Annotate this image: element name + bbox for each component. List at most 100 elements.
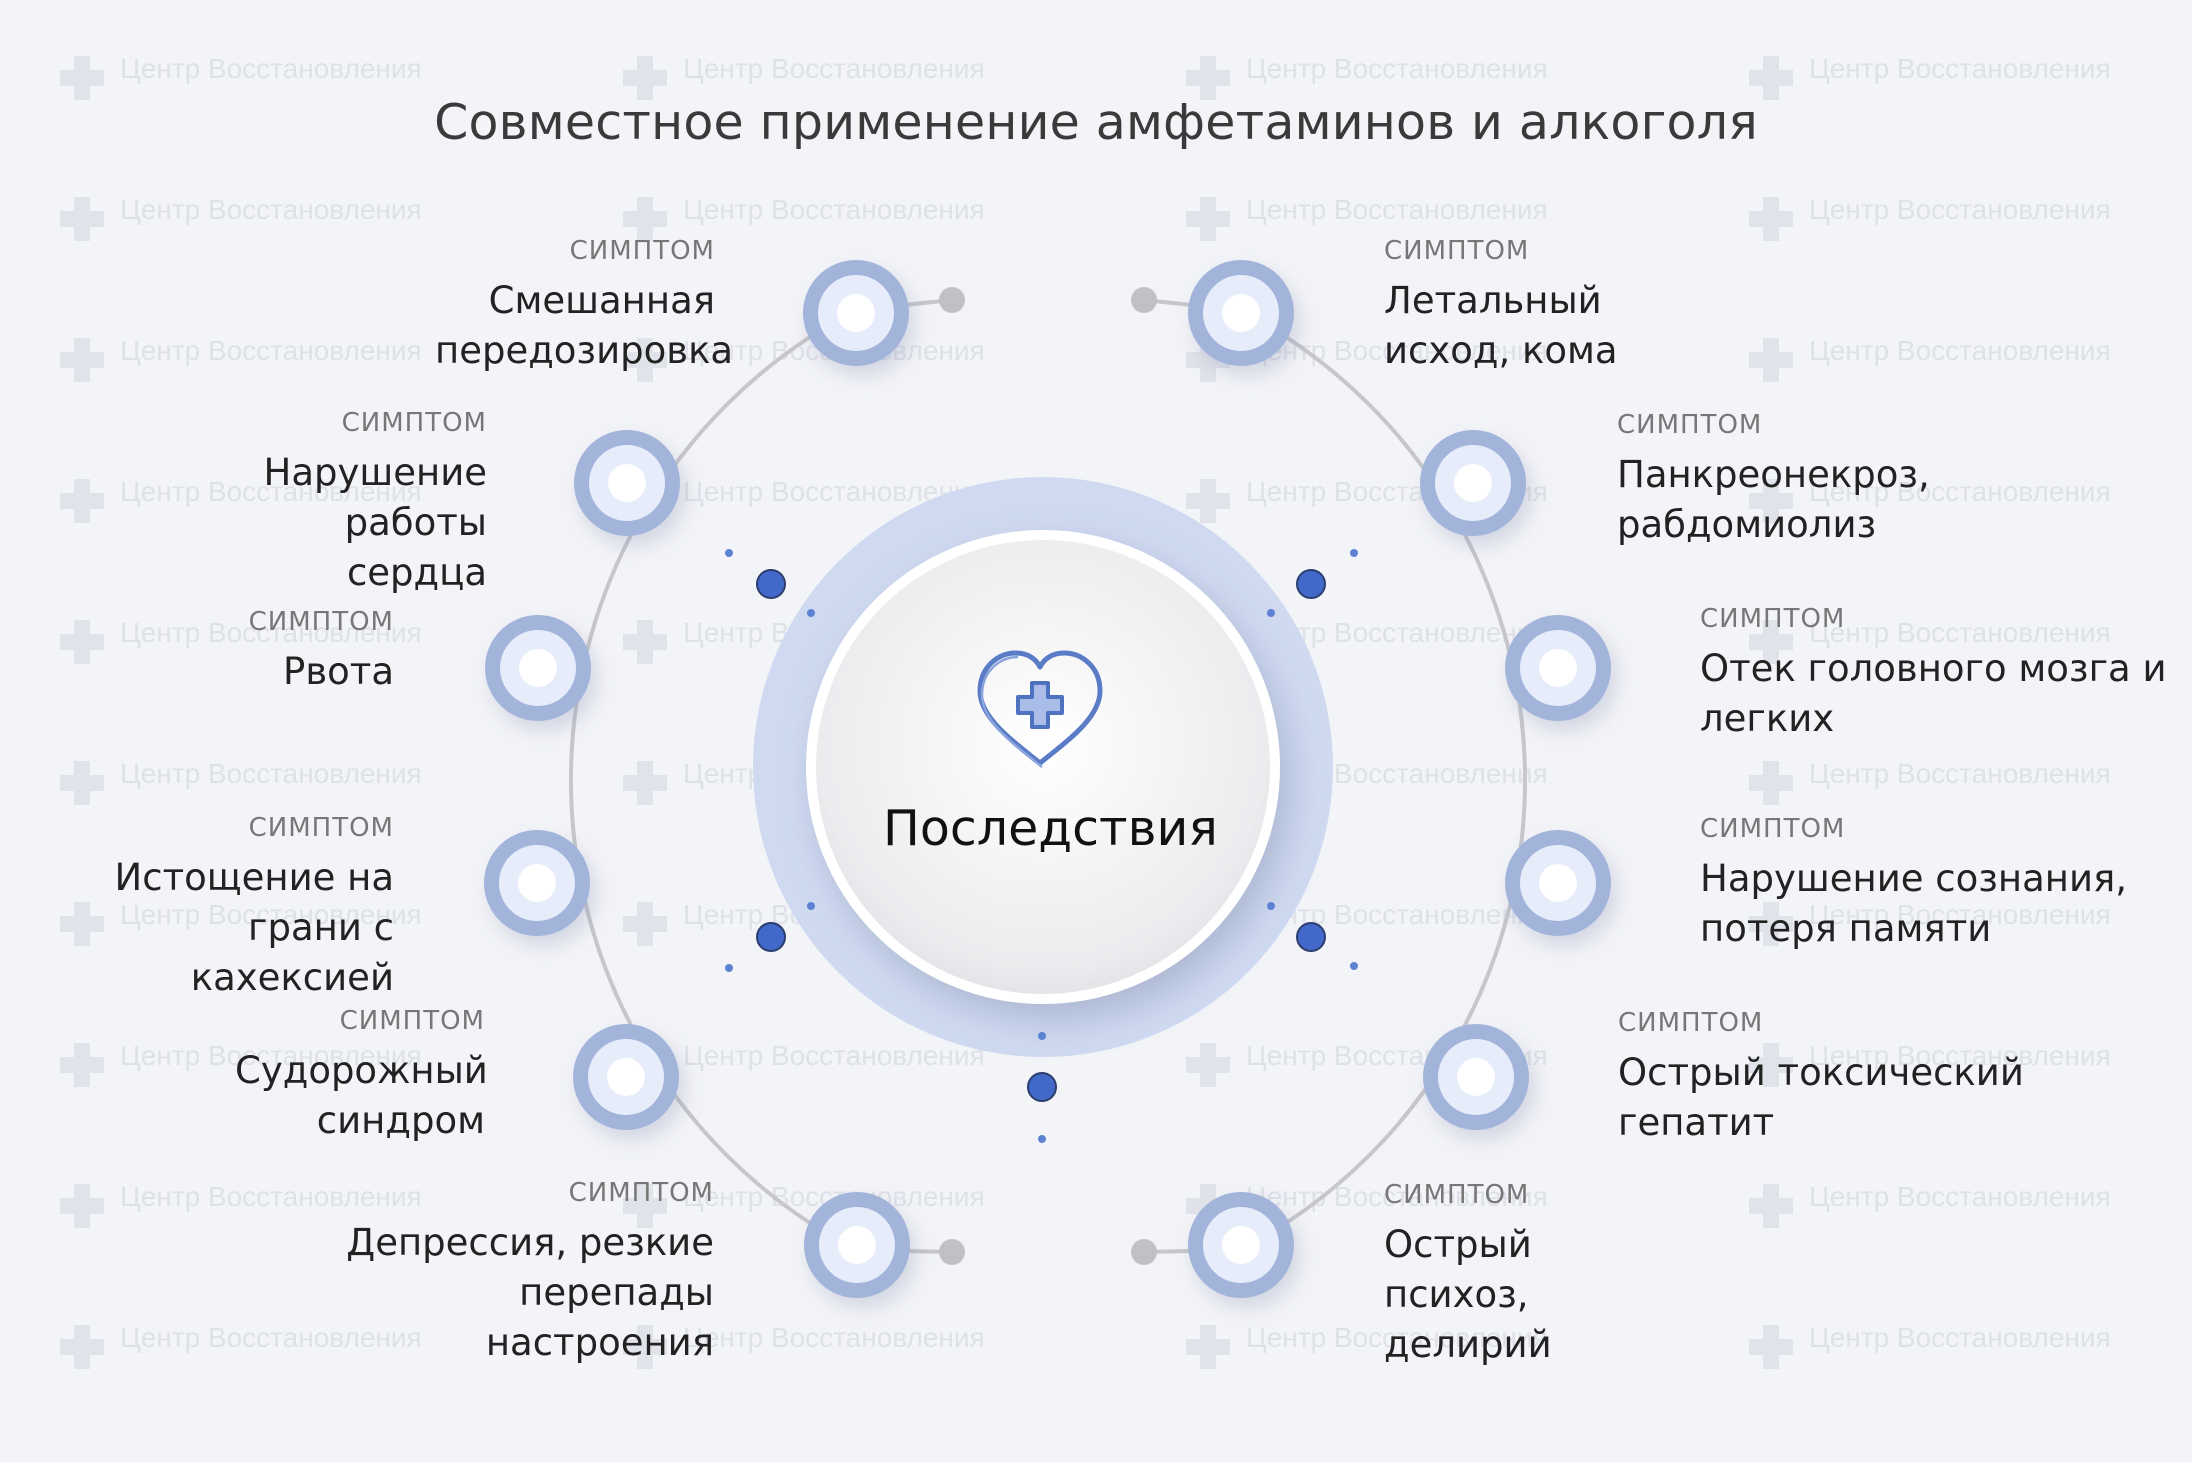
watermark: Центр Восстановления xyxy=(1749,617,2111,664)
symptom-right-6: СИМПТОМ Острый психоз, делирий xyxy=(1384,1180,1904,1370)
symptom-node-left-1 xyxy=(803,260,909,366)
watermark: Центр Восстановления xyxy=(60,194,422,241)
symptom-left-6: СИМПТОМ Депрессия, резкие перепады настр… xyxy=(194,1178,714,1368)
symptom-left-2: СИМПТОМ Нарушение работы сердца xyxy=(0,408,488,598)
watermark: Центр Восстановления xyxy=(1749,335,2111,382)
arc-end-dot-tl xyxy=(939,287,965,313)
symptom-right-3: СИМПТОМ Отек головного мозга и легких xyxy=(1700,604,2192,744)
watermark: Центр Восстановления xyxy=(60,1040,422,1087)
svg-text:Центр Восстановления: Центр Восстановления xyxy=(120,899,422,930)
svg-text:Центр Восстановления: Центр Восстановления xyxy=(1809,194,2111,225)
svg-text:Центр Восстановления: Центр Восстановления xyxy=(120,617,422,648)
small-dot xyxy=(807,609,815,617)
symptom-tag: СИМПТОМ xyxy=(1617,410,1763,440)
small-dot xyxy=(1267,609,1275,617)
symptom-tag: СИМПТОМ xyxy=(1700,604,1846,634)
symptom-node-left-4 xyxy=(484,830,590,936)
small-dot xyxy=(1267,902,1275,910)
watermark: Центр Восстановления xyxy=(1749,1322,2111,1369)
node-core xyxy=(1539,649,1577,687)
center-label: Последствия xyxy=(883,800,1218,857)
symptom-tag: СИМПТОМ xyxy=(569,236,715,266)
svg-text:Центр Восстановления: Центр Восстановления xyxy=(120,758,422,789)
node-core xyxy=(519,649,557,687)
symptom-text: Панкреонекроз, рабдомиолиз xyxy=(1617,453,1930,546)
svg-text:Центр Восстановления: Центр Восстановления xyxy=(683,53,985,84)
accent-dot xyxy=(756,569,786,599)
watermark: Центр Восстановления xyxy=(1749,194,2111,241)
svg-text:Центр Восстановления: Центр Восстановления xyxy=(120,1040,422,1071)
symptom-tag: СИМПТОМ xyxy=(1618,1008,1764,1038)
watermark: Центр Восстановления xyxy=(1749,53,2111,100)
watermark: Центр Восстановления xyxy=(60,758,422,805)
symptom-text: Депрессия, резкие перепады настроения xyxy=(346,1221,714,1364)
symptom-node-left-3 xyxy=(485,615,591,721)
symptom-left-1: СИМПТОМ Смешанная передозировка xyxy=(195,236,734,376)
watermark: Центр Восстановления xyxy=(60,1322,422,1369)
symptom-right-2: СИМПТОМ Панкреонекроз, рабдомиолиз xyxy=(1617,410,2137,550)
symptom-tag: СИМПТОМ xyxy=(568,1178,714,1208)
symptom-tag: СИМПТОМ xyxy=(1384,236,1530,266)
watermark: Центр Восстановления xyxy=(60,476,422,523)
symptom-tag: СИМПТОМ xyxy=(1384,1180,1530,1210)
svg-text:Центр Восстановления: Центр Восстановления xyxy=(120,53,422,84)
watermark: Центр Восстановления xyxy=(60,53,422,100)
watermark: Центр Восстановления xyxy=(623,194,985,241)
symptom-tag: СИМПТОМ xyxy=(341,408,487,438)
svg-text:Центр Восстановления: Центр Восстановления xyxy=(683,1322,985,1353)
symptom-text: Нарушение работы сердца xyxy=(263,451,488,594)
watermark: Центр Восстановления xyxy=(623,1322,985,1369)
svg-text:Центр Восстановления: Центр Восстановления xyxy=(1809,1322,2111,1353)
symptom-nodes xyxy=(484,260,1611,1298)
symptom-node-right-2 xyxy=(1420,430,1526,536)
arc-end-dot-tr xyxy=(1131,287,1157,313)
svg-text:Центр Восстановления: Центр Восстановления xyxy=(683,194,985,225)
node-core xyxy=(837,294,875,332)
symptom-text: Острый психоз, делирий xyxy=(1384,1223,1552,1366)
symptom-tag: СИМПТОМ xyxy=(248,813,394,843)
node-core xyxy=(838,1226,876,1264)
symptom-tag: СИМПТОМ xyxy=(248,607,394,637)
right-arc xyxy=(1239,308,1527,1252)
node-core xyxy=(518,864,556,902)
small-dot xyxy=(725,549,733,557)
connector-arcs xyxy=(569,308,1527,1252)
symptom-text: Истощение на грани с кахексией xyxy=(114,856,394,999)
symptom-tag: СИМПТОМ xyxy=(1700,814,1846,844)
small-dot xyxy=(1350,549,1358,557)
symptom-right-5: СИМПТОМ Острый токсический гепатит xyxy=(1618,1008,2138,1148)
watermark: Центр Восстановления xyxy=(1749,758,2111,805)
arc-end-dot-br xyxy=(1131,1239,1157,1265)
small-dot xyxy=(1038,1032,1046,1040)
heart-cross-icon xyxy=(977,650,1103,768)
watermark: Центр Восстановления xyxy=(60,335,422,382)
svg-text:Центр Восстановления: Центр Восстановления xyxy=(1809,53,2111,84)
svg-text:Центр Восстановления: Центр Восстановления xyxy=(1809,899,2111,930)
node-core xyxy=(1454,464,1492,502)
center-disc xyxy=(806,530,1280,1004)
watermark: Центр Восстановления xyxy=(623,53,985,100)
symptom-text: Нарушение сознания, потеря памяти xyxy=(1700,857,2128,950)
symptom-left-3: СИМПТОМ Рвота xyxy=(0,607,394,697)
accent-dot xyxy=(1296,569,1326,599)
svg-text:Центр Восстановления: Центр Восстановления xyxy=(120,194,422,225)
symptom-text: Смешанная передозировка xyxy=(435,279,734,372)
node-core xyxy=(608,464,646,502)
svg-text:Центр Восстановления: Центр Восстановления xyxy=(120,1322,422,1353)
watermark: Центр Восстановления xyxy=(60,617,422,664)
symptom-node-left-5 xyxy=(573,1024,679,1130)
symptom-node-right-5 xyxy=(1423,1024,1529,1130)
watermark: Центр Восстановления xyxy=(1749,899,2111,946)
watermark: Центр Восстановления xyxy=(1749,476,2111,523)
watermark: Центр Восстановления xyxy=(60,899,422,946)
left-arc xyxy=(569,308,857,1252)
small-dot xyxy=(725,964,733,972)
symptom-text: Рвота xyxy=(283,650,394,693)
watermark: Центр Восстановления xyxy=(1186,335,1548,382)
symptom-text: Отек головного мозга и легких xyxy=(1700,647,2167,740)
symptom-node-right-1 xyxy=(1188,260,1294,366)
node-core xyxy=(607,1058,645,1096)
symptom-left-4: СИМПТОМ Истощение на грани с кахексией xyxy=(0,813,394,1003)
symptom-left-5: СИМПТОМ Судорожный синдром xyxy=(0,1006,488,1146)
